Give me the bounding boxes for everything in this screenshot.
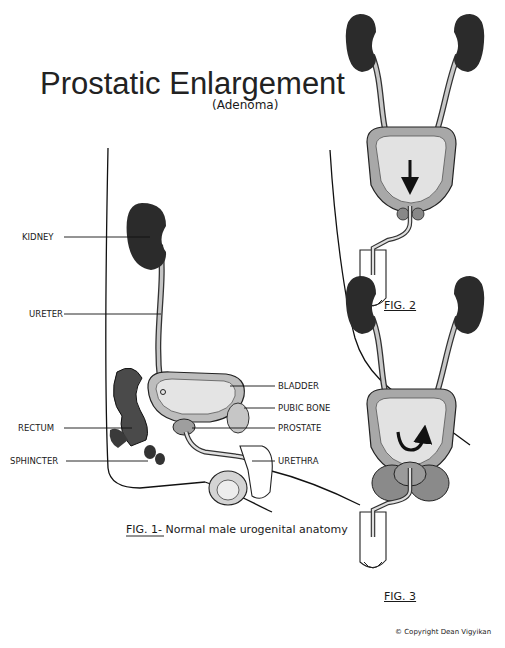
part-label: KIDNEY: [22, 233, 54, 242]
kidney: [346, 14, 376, 72]
leader-line: [64, 237, 150, 238]
thigh-outline: [268, 470, 360, 505]
ureter: [372, 55, 386, 134]
sphincter: [155, 453, 165, 465]
leader-line: [192, 428, 275, 429]
leader-lines: [64, 237, 275, 461]
ureter-opening: [161, 390, 166, 395]
part-label: URETHRA: [278, 457, 318, 466]
prostate: [397, 208, 409, 220]
part-label: PROSTATE: [278, 424, 321, 433]
pubic-bone: [227, 403, 249, 433]
urethra: [373, 468, 410, 537]
urethra: [373, 206, 410, 275]
part-label: RECTUM: [18, 424, 54, 433]
part-label: PUBIC BONE: [278, 404, 330, 413]
figure-caption: FIG. 3: [384, 591, 416, 602]
copyright-note: © Copyright Dean Vigyikan: [395, 629, 491, 636]
urethra: [373, 468, 410, 537]
bladder: [156, 379, 235, 414]
bladder: [376, 136, 446, 203]
ureter: [436, 55, 458, 134]
ureter: [436, 55, 458, 134]
flow-arrow: [409, 160, 412, 186]
subtitle: (Adenoma): [212, 99, 278, 111]
leader-line: [252, 461, 275, 462]
bladder: [367, 127, 456, 213]
flow-arrow: [398, 432, 424, 450]
leader-line: [244, 408, 275, 409]
underline: [126, 536, 164, 537]
urinary-tract: [346, 276, 484, 568]
ureter: [372, 55, 386, 134]
figure-caption: FIG. 2: [384, 300, 416, 311]
scrotum: [209, 471, 247, 505]
figure-caption: FIG. 1- Normal male urogenital anatomy: [126, 524, 348, 535]
penis: [240, 446, 272, 498]
leader-line: [230, 386, 275, 387]
prostate: [412, 208, 424, 220]
urethra: [373, 206, 410, 275]
rectum: [110, 429, 128, 448]
kidney: [127, 203, 166, 270]
leader-line: [66, 461, 148, 462]
part-label: SPHINCTER: [10, 457, 58, 466]
part-label: BLADDER: [278, 382, 319, 391]
diagram-title: Prostatic Enlargement: [40, 68, 345, 99]
testis: [217, 480, 239, 500]
urinary-tract: [346, 14, 484, 306]
leader-line: [64, 314, 161, 315]
sphincter: [144, 445, 156, 459]
kidney: [454, 14, 484, 72]
leader-line: [64, 428, 132, 429]
part-label: URETER: [29, 310, 63, 319]
